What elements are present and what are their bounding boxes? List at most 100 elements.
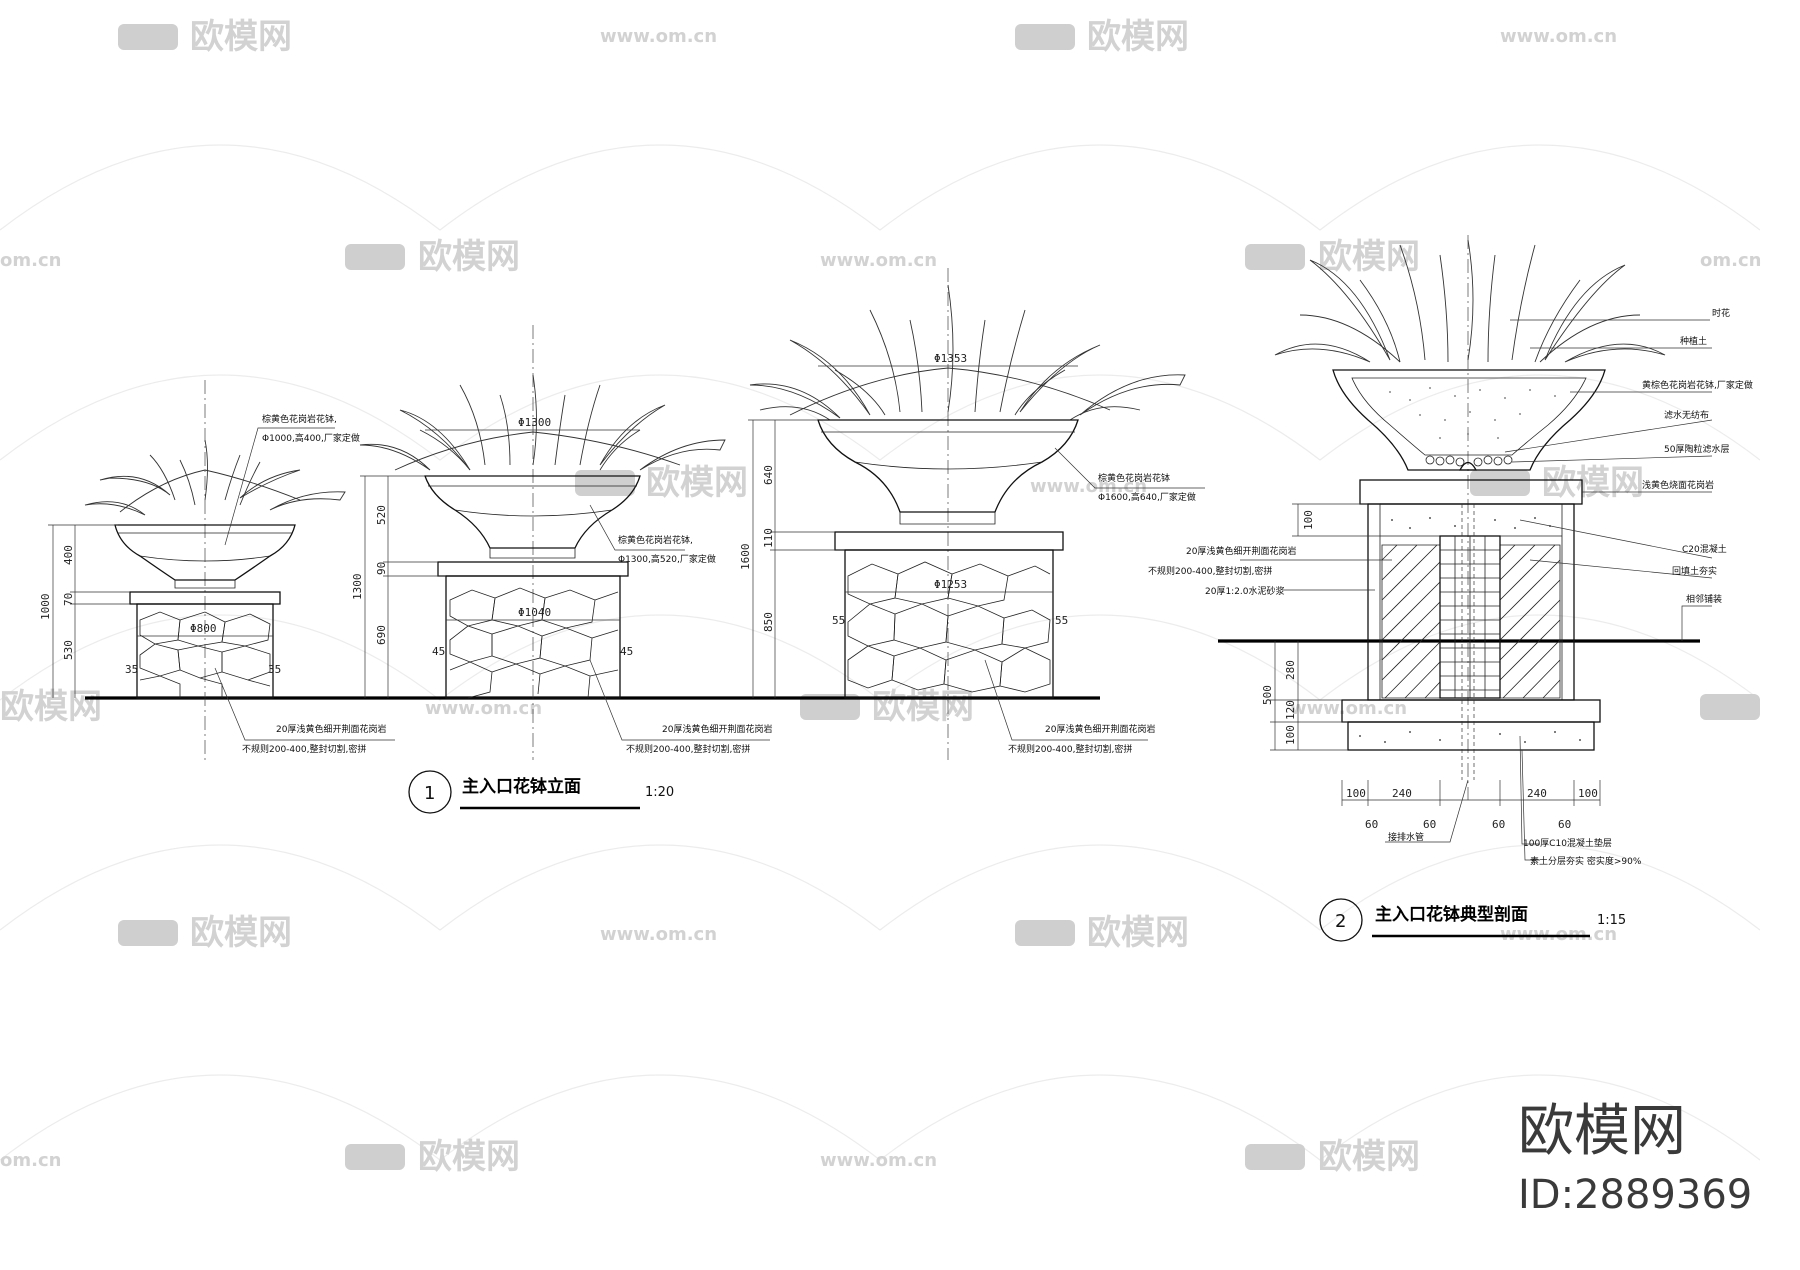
dim-label: 90	[375, 562, 388, 575]
dim-label: 1300	[351, 574, 364, 601]
annotation: 20厚1:2.0水泥砂浆	[1205, 585, 1285, 597]
watermark-logo-text: 欧模网	[1318, 1137, 1420, 1177]
dim-label: Φ1040	[518, 606, 551, 619]
watermark-logo-text: 欧模网	[1087, 17, 1189, 57]
dim-label: Φ1253	[934, 578, 967, 591]
watermark-logo: 欧模网	[118, 17, 292, 57]
large-planter: 640 110 850 1600 55 55 Φ1353 Φ1253 棕黄色花岗…	[739, 268, 1205, 760]
dim-label: 35	[125, 663, 138, 676]
annotation: 棕黄色花岗岩花钵	[1098, 472, 1170, 484]
dim-label: 400	[62, 545, 75, 565]
annotation: 浅黄色烧面花岗岩	[1642, 479, 1714, 491]
stone-pedestal	[844, 549, 1054, 699]
stone-pedestal	[445, 575, 621, 699]
annotation: Φ1600,高640,厂家定做	[1098, 491, 1196, 503]
watermark-logo: 欧模网	[1015, 17, 1189, 57]
watermark-url: www.om.cn	[820, 250, 937, 271]
dim-label: 70	[62, 593, 75, 606]
annotation: 20厚浅黄色细开荆面花岗岩	[1186, 545, 1296, 557]
dim-label: 1000	[39, 594, 52, 621]
watermark-url: www.om.cn	[1290, 698, 1407, 719]
stone-pedestal	[136, 603, 274, 699]
watermark-url: www.om.cn	[820, 1150, 937, 1171]
backfill-hatch	[1381, 544, 1561, 699]
annotation: 20厚浅黄色细开荆面花岗岩	[276, 723, 386, 735]
foliage	[359, 374, 726, 471]
watermark-logos: 欧模网 www.om.cn 欧模网 www.om.cn om.cn 欧模网 ww…	[0, 17, 1761, 1177]
watermark-logo-text: 欧模网	[1087, 913, 1189, 953]
annotation: 不规则200-400,整封切割,密拼	[1008, 743, 1132, 755]
drawing-number: 2	[1335, 911, 1346, 932]
dim-label: 60	[1492, 818, 1505, 831]
dim-label: 240	[1392, 787, 1412, 800]
dim-label: 110	[762, 528, 775, 548]
dim-label: 100	[1284, 725, 1297, 745]
dim-label: 850	[762, 612, 775, 632]
dim-label: 100	[1346, 787, 1366, 800]
dim-label: 55	[832, 614, 845, 627]
watermark-url: www.om.cn	[1030, 476, 1147, 497]
planter-bowl-section	[1332, 369, 1606, 471]
dim-label: 690	[375, 625, 388, 645]
pedestal-body	[1367, 503, 1575, 701]
watermark-logo-text: 欧模网	[646, 463, 748, 503]
watermark-url: www.om.cn	[1500, 924, 1617, 945]
dim-label: 60	[1365, 818, 1378, 831]
dim-label: Φ1353	[934, 352, 967, 365]
section-left-labels: 20厚浅黄色细开荆面花岗岩 不规则200-400,整封切割,密拼 20厚1:2.…	[1148, 545, 1392, 597]
concrete-bedding	[1347, 721, 1595, 751]
planting-soil	[1389, 387, 1556, 439]
foliage	[749, 284, 1186, 421]
dim-label: 280	[1284, 660, 1297, 680]
watermark-url: om.cn	[0, 250, 61, 271]
dim-label: 60	[1423, 818, 1436, 831]
annotation: 种植土	[1680, 335, 1707, 347]
dim-label: 45	[620, 645, 633, 658]
annotation: 相邻铺装	[1686, 593, 1722, 605]
annotation: 回填土夯实	[1672, 565, 1717, 577]
annotation: 100厚C10混凝土垫层	[1523, 837, 1612, 849]
watermark-url: www.om.cn	[1500, 26, 1617, 47]
watermark-logo-text: 欧模网	[190, 913, 292, 953]
dim-label: 520	[375, 505, 388, 525]
annotation: 时花	[1712, 307, 1730, 319]
dim-label: 120	[1284, 700, 1297, 720]
dim-label: 100	[1578, 787, 1598, 800]
watermark-logo-text: 欧模网	[0, 687, 102, 727]
watermark-logo: 欧模网	[800, 687, 974, 727]
section-drawing: 时花 种植土 黄棕色花岗岩花钵,厂家定做 滤水无纺布 50厚陶粒滤水层 浅黄色烧…	[1148, 235, 1753, 942]
pedestal-cap	[834, 531, 1064, 551]
annotation: 不规则200-400,整封切割,密拼	[626, 743, 750, 755]
dim-label: 530	[62, 640, 75, 660]
watermark-logo: 欧模网	[1015, 913, 1189, 953]
brand-id: ID:2889369	[1518, 1172, 1752, 1218]
watermark-url: www.om.cn	[600, 924, 717, 945]
watermark-logo: 欧模网	[1245, 1137, 1420, 1177]
small-planter: 400 70 530 1000 35 35 Φ800 棕黄色花岗岩花钵, Φ10…	[39, 380, 395, 760]
watermark-logo: 欧模网	[1470, 463, 1644, 503]
section-labels: 时花 种植土 黄棕色花岗岩花钵,厂家定做 滤水无纺布 50厚陶粒滤水层 浅黄色烧…	[1504, 307, 1753, 641]
brand-name: 欧模网	[1518, 1099, 1686, 1164]
dim-label: 60	[1558, 818, 1571, 831]
drawing-title-2: 2 主入口花钵典型剖面 1:15	[1319, 898, 1626, 942]
elevation-drawing: 400 70 530 1000 35 35 Φ800 棕黄色花岗岩花钵, Φ10…	[39, 268, 1205, 814]
watermark-logo: 欧模网	[118, 913, 292, 953]
section-bottom-labels: 接排水管 100厚C10混凝土垫层 素土分层夯实 密实度>90%	[1385, 735, 1642, 867]
dim-label: 100	[1302, 510, 1315, 530]
watermark-logo-text: 欧模网	[190, 17, 292, 57]
drawing-title: 主入口花钵立面	[462, 776, 581, 797]
section-dims-horizontal: 100 240 60 60 240 100 60 60	[1341, 780, 1601, 831]
foliage	[1274, 239, 1666, 363]
section-dims-vertical: 100 280 120 100 500	[1261, 503, 1380, 751]
drawing-scale: 1:15	[1597, 913, 1626, 928]
dim-label: 35	[268, 663, 281, 676]
dim-label: 1600	[739, 544, 752, 571]
dim-label: 45	[432, 645, 445, 658]
watermark-logo-text: 欧模网	[872, 687, 974, 727]
watermark-logo: 欧模网	[1245, 237, 1420, 277]
annotation: C20混凝土	[1682, 543, 1727, 555]
annotation: 棕黄色花岗岩花钵,	[262, 413, 337, 425]
annotation: Φ1300,高520,厂家定做	[618, 553, 716, 565]
annotation: 20厚浅黄色细开荆面花岗岩	[662, 723, 772, 735]
